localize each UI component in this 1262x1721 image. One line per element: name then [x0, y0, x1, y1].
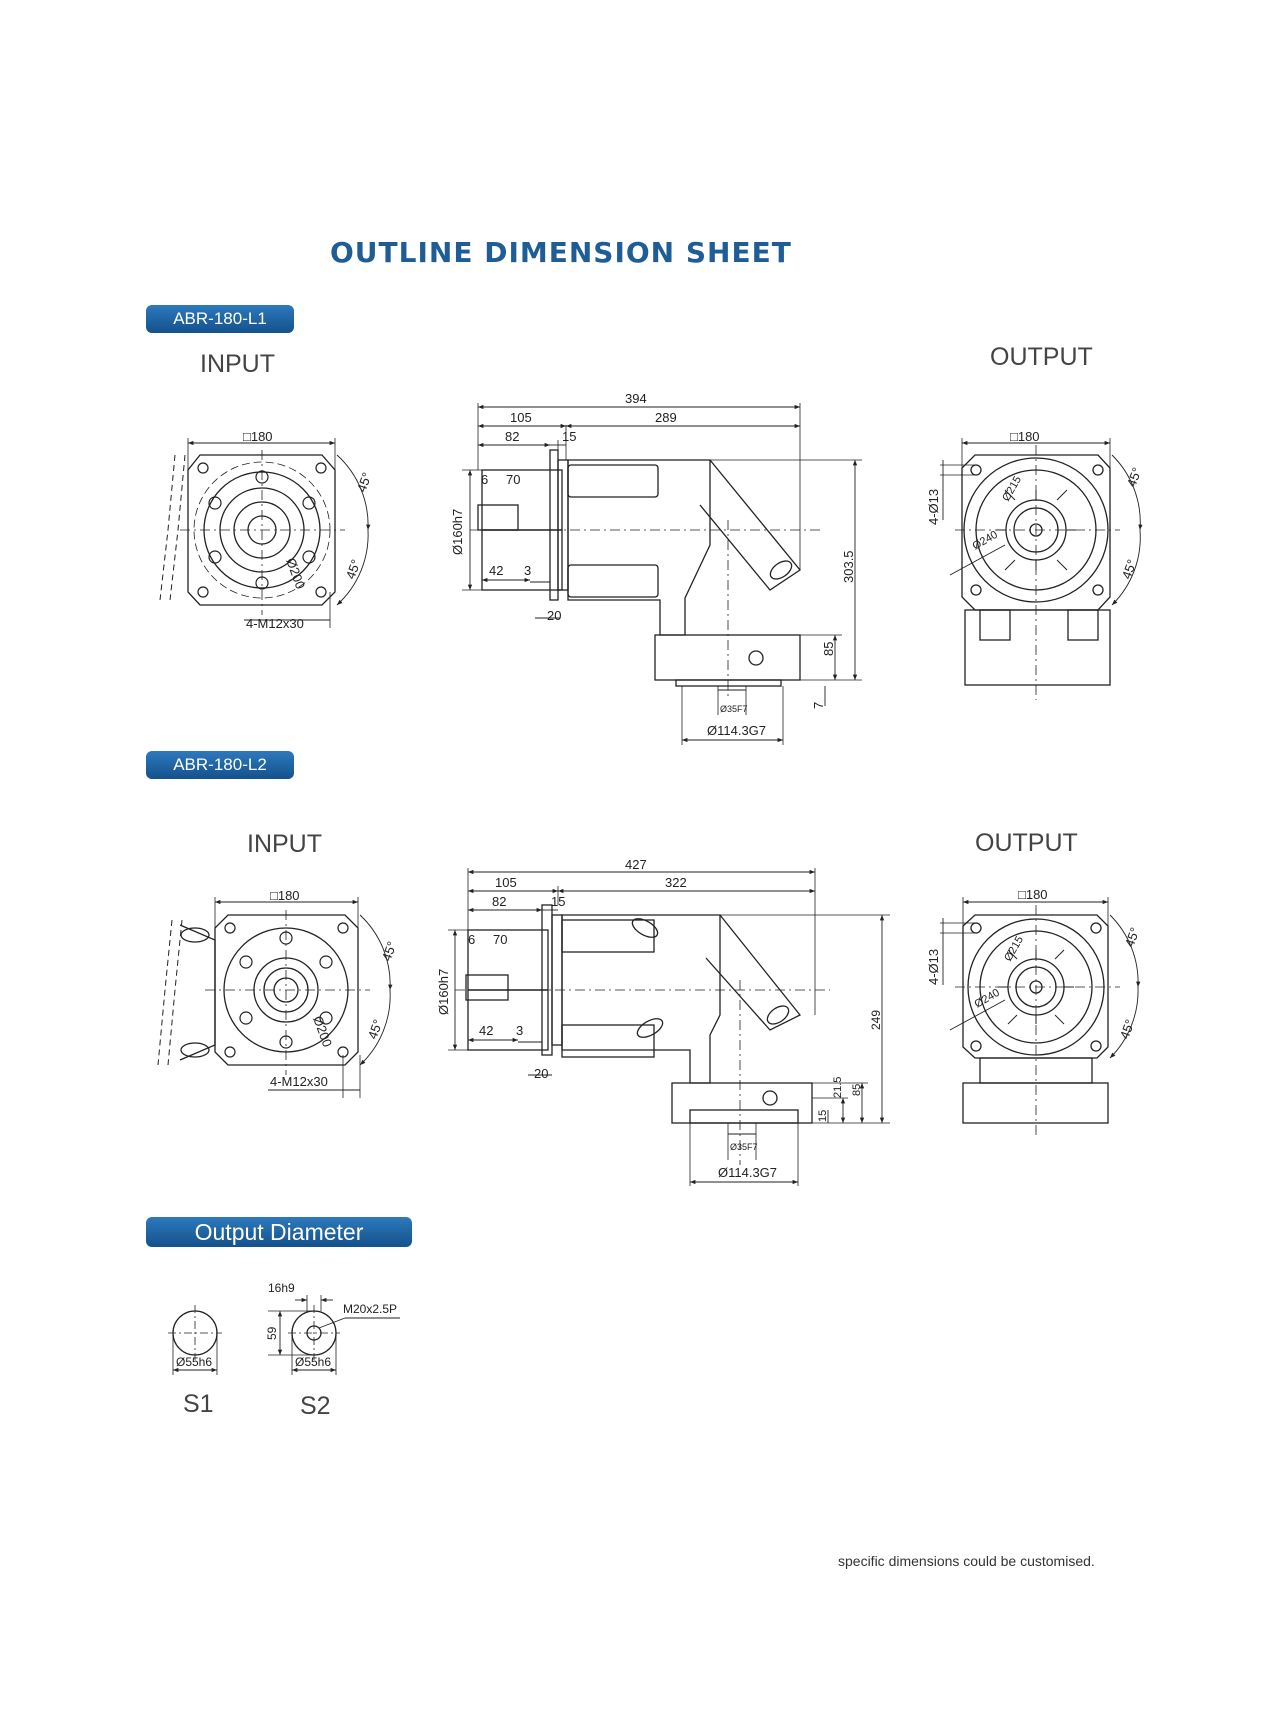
l1-output-label: OUTPUT	[990, 343, 1093, 371]
l2-output-flange-drawing	[940, 897, 1141, 1135]
shaft-s1-drawing	[168, 1305, 222, 1375]
l2-dim-shaft: Ø35F7	[730, 1142, 758, 1152]
footnote: specific dimensions could be customised.	[838, 1553, 1095, 1569]
l2-in-bolts: 4-M12x30	[270, 1074, 328, 1089]
l2-dim-height: 249	[869, 1010, 883, 1030]
l1-dim-105: 105	[510, 410, 532, 425]
l1-dim-total: 394	[625, 391, 647, 406]
l2-out-d240: Ø240	[973, 987, 1002, 1011]
l2-dim-42: 42	[479, 1023, 493, 1038]
l2-dim-15h: 15	[817, 1110, 829, 1122]
l2-dim-322: 322	[665, 875, 687, 890]
s2-diameter: Ø55h6	[295, 1355, 331, 1369]
l1-dim-70: 70	[506, 472, 520, 487]
l1-dim-bore: Ø160h7	[450, 509, 465, 555]
l2-out-d215: Ø215	[1002, 934, 1026, 963]
l2-out-square: □180	[1018, 887, 1048, 902]
l1-dim-height: 303.5	[841, 550, 856, 583]
l2-in-angle-a: 45°	[379, 939, 400, 963]
page-title: OUTLINE DIMENSION SHEET	[330, 236, 792, 269]
model-badge-l2: ABR-180-L2	[146, 751, 294, 779]
l2-dim-20: 20	[534, 1066, 548, 1081]
l1-dim-shaft: Ø35F7	[720, 704, 748, 714]
output-diameter-heading: Output Diameter	[146, 1217, 412, 1247]
l1-in-angle-b: 45°	[343, 557, 364, 581]
l1-dim-3: 3	[524, 563, 531, 578]
l2-dim-6: 6	[468, 932, 475, 947]
s2-depth: 59	[265, 1326, 279, 1340]
l1-out-square: □180	[1010, 429, 1040, 444]
l2-out-angle-b: 45°	[1117, 1017, 1138, 1041]
l1-dim-6: 6	[481, 472, 488, 487]
l1-dim-20: 20	[547, 608, 561, 623]
l2-input-flange-drawing	[157, 897, 393, 1098]
l1-input-flange-drawing	[159, 438, 371, 628]
s2-key-width: 16h9	[268, 1281, 295, 1295]
shaft-s2-drawing	[268, 1295, 400, 1375]
l1-out-angle-b: 45°	[1119, 557, 1140, 581]
l2-input-label: INPUT	[247, 830, 322, 858]
s2-label: S2	[300, 1392, 331, 1420]
l1-out-holes: 4-Ø13	[926, 489, 941, 525]
l1-output-flange-drawing	[940, 438, 1143, 700]
l1-in-bolts: 4-M12x30	[246, 616, 304, 631]
l2-side-view-drawing	[448, 868, 890, 1186]
s1-label: S1	[183, 1390, 214, 1418]
l1-out-d215: Ø215	[1000, 474, 1024, 503]
l2-dim-bore: Ø160h7	[436, 969, 451, 1015]
l2-dim-15: 15	[551, 894, 565, 909]
l2-dim-total: 427	[625, 857, 647, 872]
l1-in-angle-a: 45°	[354, 470, 375, 494]
s2-thread: M20x2.5P	[343, 1302, 397, 1316]
l1-in-square-dim: □180	[243, 429, 273, 444]
model-badge-l1: ABR-180-L1	[146, 305, 294, 333]
l1-dim-15: 15	[562, 429, 576, 444]
l2-dim-70: 70	[493, 932, 507, 947]
l2-in-square-dim: □180	[270, 888, 300, 903]
l2-dim-85: 85	[851, 1084, 863, 1096]
l2-dim-21: 21.5	[832, 1077, 844, 1098]
s1-diameter: Ø55h6	[176, 1355, 212, 1369]
l1-out-d240: Ø240	[971, 529, 1000, 553]
l1-dim-85: 85	[821, 642, 836, 656]
l2-output-label: OUTPUT	[975, 829, 1078, 857]
l1-dim-7: 7	[811, 702, 826, 709]
l1-dim-pilot: Ø114.3G7	[707, 723, 766, 738]
l1-dim-42: 42	[489, 563, 503, 578]
l2-out-angle-a: 45°	[1122, 925, 1143, 949]
l1-dim-289: 289	[655, 410, 677, 425]
l1-dim-82: 82	[505, 429, 519, 444]
l2-out-holes: 4-Ø13	[926, 949, 941, 985]
l2-dim-82: 82	[492, 894, 506, 909]
l1-out-angle-a: 45°	[1124, 465, 1145, 489]
l2-dim-3: 3	[516, 1023, 523, 1038]
l2-dim-105: 105	[495, 875, 517, 890]
l1-side-view-drawing	[462, 403, 862, 745]
l1-input-label: INPUT	[200, 350, 275, 378]
l2-dim-pilot: Ø114.3G7	[718, 1165, 777, 1180]
l2-in-angle-b: 45°	[365, 1017, 386, 1041]
